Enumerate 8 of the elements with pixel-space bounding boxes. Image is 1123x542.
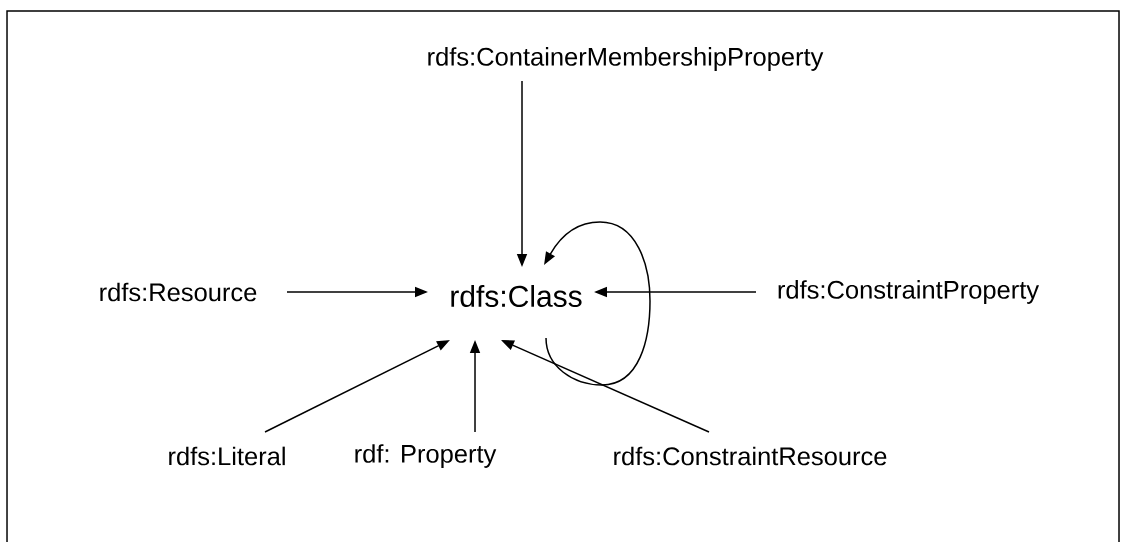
node-label: rdfs:ConstraintProperty bbox=[778, 280, 1040, 304]
node-label: rdf: Property bbox=[355, 444, 497, 468]
class-label: rdfs:Class bbox=[451, 285, 582, 308]
node-label: rdfs:ConstraintResource bbox=[614, 446, 887, 466]
node-label: rdfs:ContainerMembershipProperty bbox=[428, 47, 824, 71]
node-label: rdfs:Literal bbox=[169, 446, 285, 466]
node-label: rdfs:Resource bbox=[100, 282, 257, 302]
self-loop-arrow bbox=[544, 221, 651, 386]
